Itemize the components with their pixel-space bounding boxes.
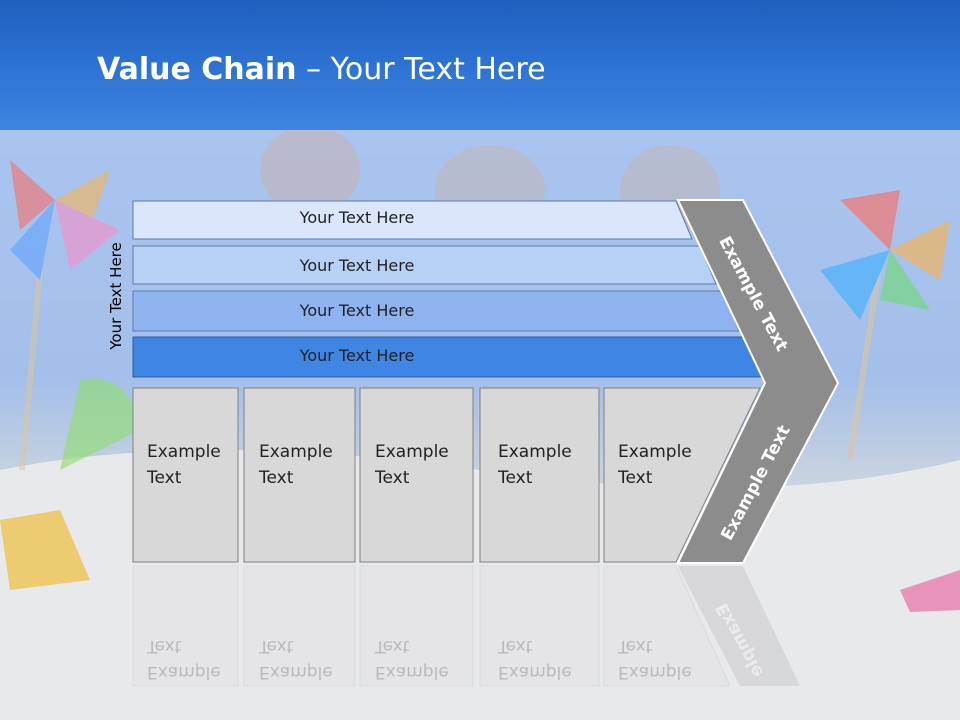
box-line: Example: [147, 442, 221, 462]
row-label: Your Text Here: [299, 346, 415, 365]
box-line-reflection: Example: [498, 662, 572, 682]
chevron-arrow: [676, 199, 840, 564]
left-pinwheel-icon: [10, 160, 120, 471]
value-row-1-band: [132, 200, 693, 240]
activity-box-3: [359, 387, 474, 563]
box-line-reflection: Example: [259, 662, 333, 682]
box-4-reflection: Example Text: [498, 633, 572, 685]
box-3-reflection: Example Text: [375, 633, 449, 685]
box-1-reflection: Example Text: [147, 633, 221, 685]
box-line-reflection: Text: [147, 636, 182, 656]
box-line: Text: [618, 468, 653, 488]
right-pinwheel-icon: [820, 190, 950, 461]
activity-box-2: [243, 387, 356, 563]
box-line: Example: [375, 442, 449, 462]
title-bold: Value Chain: [97, 52, 297, 87]
box-line-reflection: Text: [618, 636, 653, 656]
box-line: Text: [498, 468, 533, 488]
green-shorts-shape: [60, 378, 140, 470]
box-line: Text: [259, 468, 294, 488]
box-line-reflection: Text: [375, 636, 410, 656]
value-row-1: Your Text Here: [0, 208, 700, 246]
activity-box-5: [603, 387, 761, 563]
value-row-2: Your Text Here: [0, 256, 700, 294]
sandal-shape: [900, 570, 960, 612]
activity-box-1: [132, 387, 239, 563]
value-row-3-band: [132, 290, 740, 332]
box-line-reflection: Text: [259, 636, 294, 656]
person-face-shape: [260, 125, 360, 215]
box-5-reflection: Example Text: [618, 633, 692, 685]
activity-box-4: [479, 387, 600, 563]
box-line: Example: [498, 442, 572, 462]
value-row-3: Your Text Here: [0, 301, 700, 339]
row-label: Your Text Here: [299, 301, 415, 320]
box-line-reflection: Text: [498, 636, 533, 656]
value-row-4: Your Text Here: [0, 346, 700, 384]
box-line-reflection: Example: [147, 662, 221, 682]
title-rest: – Your Text Here: [296, 52, 546, 87]
box-line-reflection: Example: [375, 662, 449, 682]
slide-header: [0, 0, 960, 130]
flipper-shape: [0, 510, 90, 590]
box-line: Example: [618, 442, 692, 462]
row-label: Your Text Here: [299, 256, 415, 275]
boxes-reflection: [132, 565, 800, 687]
box-line: Text: [147, 468, 182, 488]
box-line-reflection: Example: [618, 662, 692, 682]
box-2-reflection: Example Text: [259, 633, 333, 685]
row-label: Your Text Here: [299, 208, 415, 227]
slide-title: Value Chain – Your Text Here: [97, 52, 546, 87]
value-row-2-band: [132, 245, 717, 285]
box-line: Example: [259, 442, 333, 462]
box-line: Text: [375, 468, 410, 488]
